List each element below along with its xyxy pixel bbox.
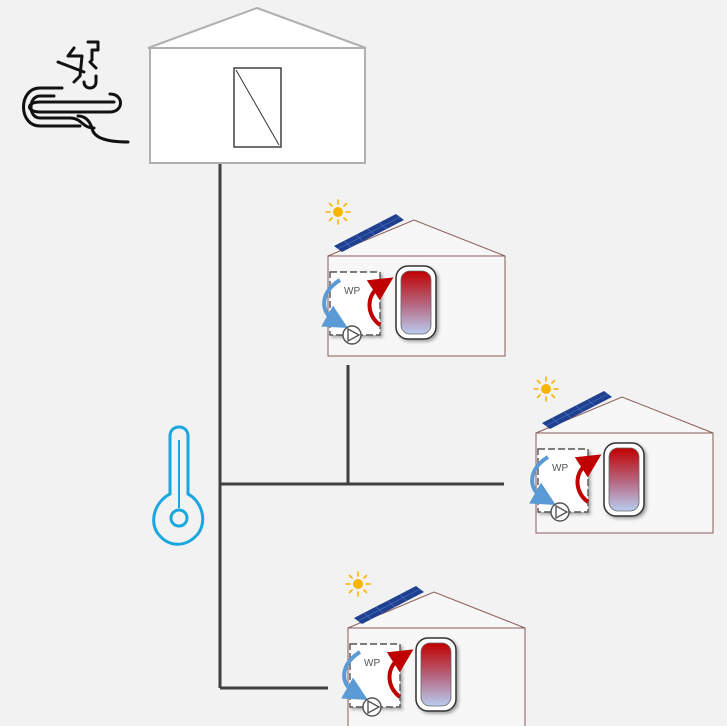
heat-pump-icon: WP	[344, 286, 360, 297]
district-heating-network	[218, 162, 504, 690]
thermometer-icon	[152, 425, 205, 546]
door-icon	[233, 67, 282, 148]
house-3: WP	[344, 572, 525, 726]
heat-pump-icon: WP	[552, 463, 568, 474]
heat-pump-label: WP	[364, 658, 380, 669]
central-plant	[147, 6, 367, 164]
heat-pump-label: WP	[552, 463, 568, 474]
central-plant-roof	[147, 6, 367, 49]
heat-pump-icon: WP	[364, 658, 380, 669]
heat-pump-label: WP	[344, 286, 360, 297]
house-2: WP	[532, 377, 713, 533]
house-1: WP	[324, 200, 505, 356]
geothermal-collector-icon	[22, 40, 130, 144]
